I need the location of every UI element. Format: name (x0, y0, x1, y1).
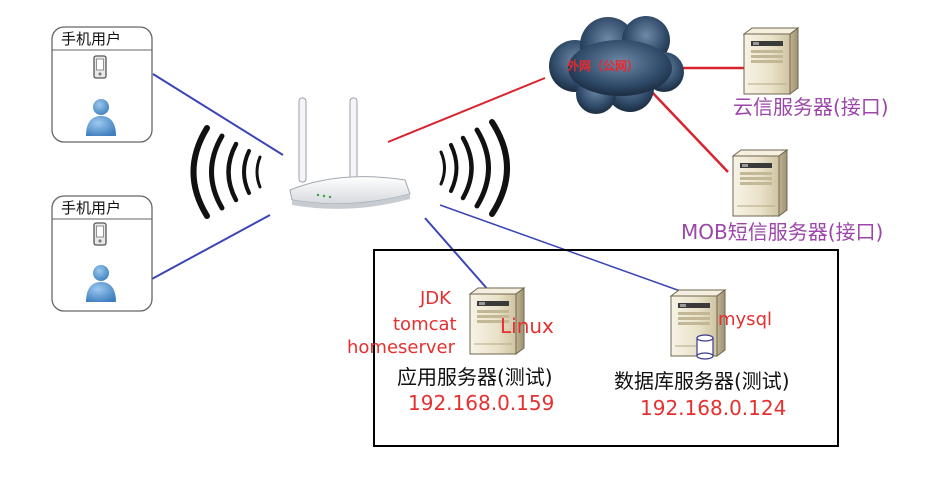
cloud-icon (549, 16, 684, 114)
link-router-appserver (424, 217, 491, 293)
app-server-ip: 192.168.0.159 (408, 391, 555, 415)
user-title: 手机用户 (61, 199, 122, 217)
software-label: tomcat (393, 314, 457, 335)
link-router-cloud (387, 77, 546, 143)
server-icon (743, 27, 799, 95)
wifi-waves-icon (439, 119, 510, 217)
app-server-label: 应用服务器(测试) (397, 365, 553, 389)
db-server-ip: 192.168.0.124 (640, 396, 787, 420)
lan-test-environment-box (373, 249, 839, 447)
wifi-waves-icon (190, 125, 262, 219)
user-title: 手机用户 (61, 30, 122, 48)
cloud-label: 外网（公网） (567, 59, 640, 73)
db-server-label: 数据库服务器(测试) (614, 369, 790, 393)
server-icon (732, 149, 788, 217)
software-label: mysql (718, 309, 772, 330)
yunxin-server-label: 云信服务器(接口) (733, 95, 889, 119)
mobile-phone-icon (93, 55, 107, 79)
os-label: Linux (500, 314, 554, 338)
wifi-router-icon (289, 97, 411, 209)
software-label: JDK (420, 288, 451, 309)
mob-sms-server-label: MOB短信服务器(接口) (681, 220, 884, 244)
link-cloud-mob (649, 89, 729, 173)
database-icon (696, 334, 714, 360)
user-card-1 (51, 26, 153, 143)
mobile-phone-icon (93, 222, 107, 246)
link-user1-router (152, 73, 284, 156)
connection-lines (149, 66, 745, 298)
link-user2-router (149, 214, 271, 281)
software-label: homeserver (347, 337, 456, 358)
user-card-2 (51, 195, 153, 312)
